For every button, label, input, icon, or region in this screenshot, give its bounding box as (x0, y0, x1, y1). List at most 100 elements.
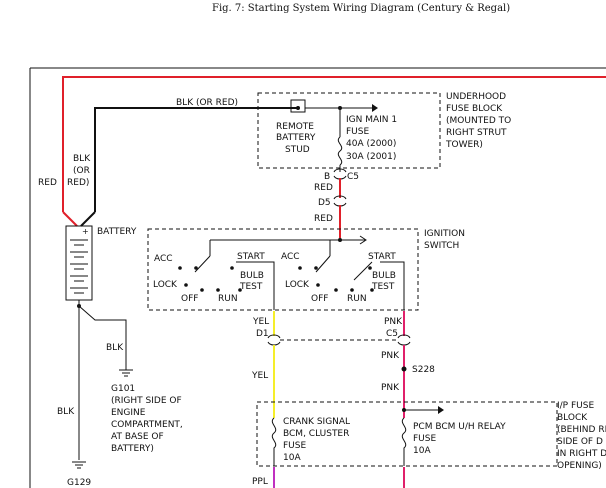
red-wire-to-battery (62, 211, 78, 227)
label-blk-side: BLK (73, 154, 91, 164)
label-red-side: RED) (67, 178, 89, 188)
battery-plus-icon: + (82, 227, 89, 236)
label-crank-1: CRANK SIGNAL (283, 417, 350, 427)
switch-start-left-line (236, 261, 275, 310)
label-underhood-4: RIGHT STRUT (446, 128, 507, 138)
label-off-2: OFF (311, 294, 328, 304)
switch-start-right-arm (353, 261, 373, 281)
label-blk-g101: BLK (106, 343, 124, 353)
label-yel-1: YEL (252, 317, 269, 327)
label-red-1: RED (314, 183, 333, 193)
label-ppl: PPL (252, 477, 268, 487)
label-g101-5: BATTERY) (111, 444, 154, 454)
label-start-1: START (237, 252, 265, 262)
label-ip-5: IN RIGHT D (557, 449, 606, 459)
label-pnk-3: PNK (381, 383, 400, 393)
underhood-fuse-block-box (257, 92, 441, 169)
label-conn-c5: C5 (347, 172, 359, 182)
label-d1: D1 (256, 329, 269, 339)
red-wire-main (62, 76, 606, 212)
label-fuse-40a: 40A (2000) (346, 139, 396, 149)
label-pcm-2: FUSE (413, 434, 436, 444)
label-ip-1: I/P FUSE (557, 401, 594, 411)
label-underhood-3: (MOUNTED TO (446, 116, 511, 126)
label-ign-switch-1: IGNITION (424, 229, 465, 239)
label-remote-2: BATTERY (276, 133, 316, 143)
label-run-1: RUN (218, 294, 238, 304)
label-run-2: RUN (347, 294, 367, 304)
switch-right-arm (315, 255, 331, 273)
label-ign-main: IGN MAIN 1 (346, 115, 397, 125)
label-ip-6: OPENING) (557, 461, 602, 471)
label-underhood-5: TOWER) (445, 140, 483, 150)
switch-contacts-right (298, 266, 374, 292)
switch-left-arm (194, 255, 211, 273)
label-pnk-1: PNK (384, 317, 403, 327)
label-acc-1: ACC (154, 254, 173, 264)
label-g129: G129 (67, 478, 91, 488)
label-crank-4: 10A (283, 453, 301, 463)
bus-junction (338, 106, 342, 110)
ip-fuse-block-box (256, 401, 558, 467)
label-d5: D5 (318, 198, 331, 208)
label-ip-3: (BEHIND RI (557, 425, 606, 435)
label-conn-b: B (324, 172, 330, 182)
stud-terminal (296, 106, 300, 110)
label-ip-4: SIDE OF D (557, 437, 603, 447)
label-g101-4: AT BASE OF (111, 432, 164, 442)
label-g101-2: ENGINE (111, 408, 146, 418)
label-pcm-3: 10A (413, 446, 431, 456)
diagram-title: Fig. 7: Starting System Wiring Diagram (… (212, 3, 510, 14)
ign-main-fuse-symbol (337, 136, 343, 166)
label-g101-3: COMPARTMENT, (111, 420, 183, 430)
switch-contacts-left (178, 266, 242, 292)
ground-g101-wire (78, 305, 127, 370)
connector-c5-top (333, 168, 347, 173)
label-red-2: RED (314, 214, 333, 224)
label-ign-switch-2: SWITCH (424, 241, 459, 251)
blk-wire-to-stud (94, 107, 297, 212)
label-bulb-2a: BULB (372, 271, 396, 281)
label-remote-3: STUD (285, 145, 310, 155)
label-or-side: (OR (73, 166, 90, 176)
label-battery: BATTERY (97, 227, 137, 237)
splice-s228 (401, 366, 407, 372)
connector-d1-bottom (267, 341, 281, 346)
label-fuse: FUSE (346, 127, 369, 137)
label-off-1: OFF (181, 294, 198, 304)
switch-start-right-line (380, 261, 405, 310)
label-underhood-2: FUSE BLOCK (446, 104, 503, 114)
label-red-wire: RED (38, 178, 57, 188)
pnk-branch-arrow (438, 406, 444, 414)
label-remote-1: REMOTE (276, 122, 314, 132)
battery-body (65, 225, 93, 301)
label-c5-2: C5 (386, 329, 398, 339)
label-crank-3: FUSE (283, 441, 306, 451)
label-crank-2: BCM, CLUSTER (283, 429, 349, 439)
label-g101-1: (RIGHT SIDE OF (111, 396, 182, 406)
label-blk-or-red-top: BLK (OR RED) (176, 98, 238, 108)
label-pnk-2: PNK (381, 351, 400, 361)
ground-g101-icon (119, 369, 133, 377)
label-bulb-1b: TEST (239, 282, 263, 292)
battery-negative-junction (77, 304, 81, 308)
switch-bus-junction (338, 238, 342, 242)
bus-bar-arrow (372, 104, 378, 112)
label-bulb-2b: TEST (371, 282, 395, 292)
crank-fuse-symbol (271, 417, 277, 466)
label-lock-2: LOCK (285, 280, 310, 290)
blk-wire-to-battery (80, 211, 96, 227)
label-pcm-1: PCM BCM U/H RELAY (413, 422, 506, 432)
label-ip-2: BLOCK (557, 413, 588, 423)
connector-d5-top (333, 195, 347, 200)
label-g101: G101 (111, 384, 135, 394)
label-acc-2: ACC (281, 252, 300, 262)
pcm-fuse-symbol (401, 417, 407, 466)
label-underhood-1: UNDERHOOD (446, 92, 506, 102)
label-yel-2: YEL (251, 371, 268, 381)
label-lock-1: LOCK (153, 280, 178, 290)
connector-c5b-bottom (397, 341, 411, 346)
label-start-2: START (368, 252, 396, 262)
ground-g129-icon (72, 461, 86, 469)
